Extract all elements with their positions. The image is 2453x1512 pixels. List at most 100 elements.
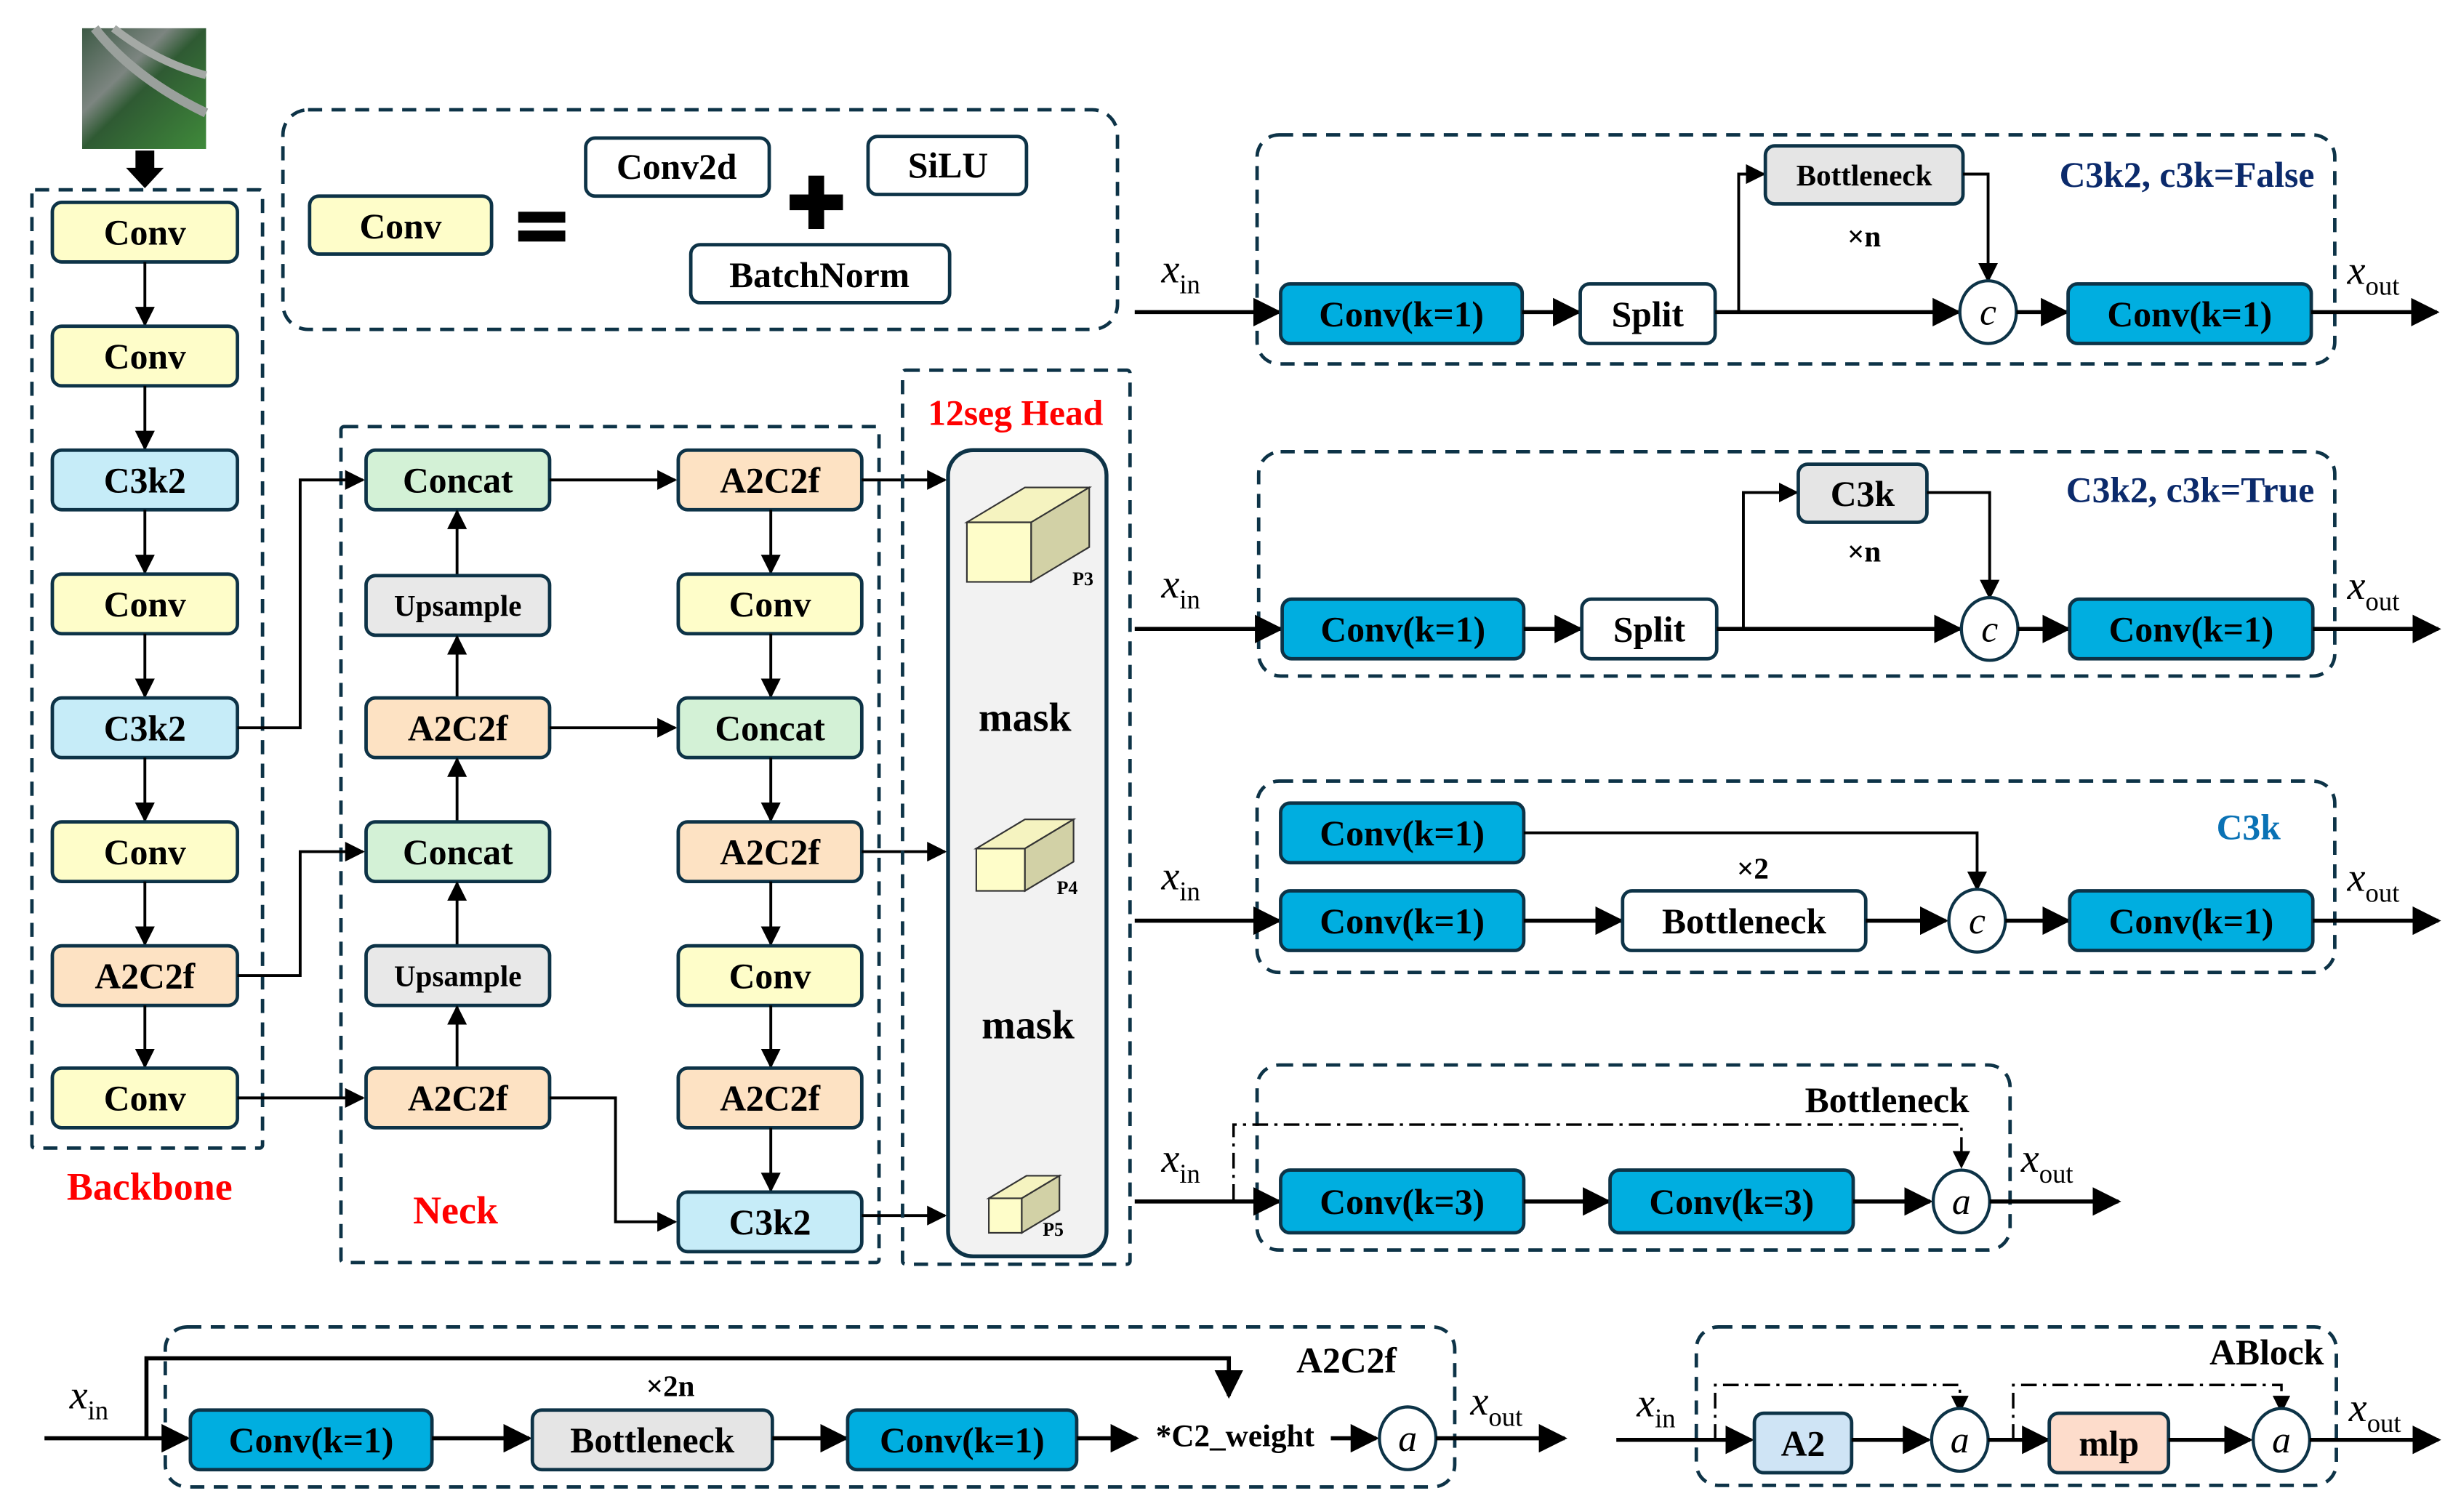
neck-right-concat-label: Concat [715,709,825,749]
add-node-label: a [1398,1418,1417,1460]
split-block-label: Split [1613,610,1686,650]
neck-title: Neck [413,1189,498,1232]
output-x-out: xout [1470,1379,1523,1431]
backbone-block-c3k2: C3k2 [50,696,239,760]
conv2d-label: Conv2d [617,147,737,187]
concat-node: c [1959,595,2020,662]
conv-k1-top: Conv(k=1) [1279,801,1526,865]
bottleneck-block: Bottleneck [530,1408,774,1472]
a2-block-label: A2 [1781,1423,1826,1463]
c2-weight-label: *C2_weight [1156,1419,1315,1453]
module-title: C3k [2217,807,2281,847]
concat-node: c [1958,279,2018,345]
feature-map-p5-label: P5 [1043,1219,1064,1240]
backbone-block-conv: Conv [50,200,239,264]
split-block: Split [1578,282,1717,345]
neck-right-a2c2f-label: A2C2f [720,1079,820,1119]
backbone-block-conv: Conv [50,1066,239,1130]
connector-arrow [1523,831,1988,892]
module-title: A2C2f [1296,1340,1397,1380]
conv-k3-1: Conv(k=3) [1279,1168,1526,1235]
svg-text:xout: xout [1470,1379,1523,1431]
mlp-block: mlp [2047,1411,2171,1475]
output-x-out: xout [2347,563,2400,616]
feature-map-p4: P4 [973,818,1077,898]
add-node: a [1931,1168,1991,1235]
mlp-block-label: mlp [2079,1423,2139,1463]
backbone-frame [30,188,265,1150]
neck-left-a2c2f: A2C2f [364,1066,552,1130]
conv-k1-out: Conv(k=1) [2068,597,2315,661]
repeat-label: ×n [1847,534,1881,568]
input-x-in: xin [1160,1136,1200,1189]
neck-left-concat-label: Concat [403,461,513,501]
add-node-2: a [2252,1407,2312,1473]
module-title: Bottleneck [1805,1080,1970,1120]
neck-left-upsample-label: Upsample [394,959,521,992]
conv-k3-2: Conv(k=3) [1608,1168,1855,1235]
split-block: Split [1580,597,1719,661]
backbone-block-conv: Conv [50,324,239,388]
conv-definition: Conv Conv2d SiLU BatchNorm [308,134,1029,305]
c3k-block: C3k [1796,462,1929,524]
equals-icon [518,212,566,242]
mask-label-1: mask [979,695,1072,740]
neck-right-c3k2-label: C3k2 [729,1202,811,1242]
bottleneck-block: Bottleneck [1763,144,1965,206]
svg-text:xin: xin [1160,246,1200,299]
residual-shortcut-2 [2012,1383,2291,1440]
add-node-1: a [1930,1407,1990,1473]
conv-k1-out-label: Conv(k=1) [2109,901,2274,941]
input-x-in: xin [1160,562,1200,614]
head-title: 12seg Head [928,393,1104,433]
neck-left-a2c2f-label: A2C2f [408,1079,508,1119]
bottleneck-block-label: Bottleneck [1796,158,1932,192]
conv-k1-1: Conv(k=1) [188,1408,434,1472]
backbone-block-a2c2f: A2C2f [50,944,239,1008]
neck-right-c3k2: C3k2 [676,1190,864,1254]
backbone-block-c3k2-label: C3k2 [104,461,186,501]
conv-k1-in-label: Conv(k=1) [1320,901,1485,941]
backbone-block-conv-label: Conv [104,1079,186,1119]
backbone-block-conv-label: Conv [104,337,186,377]
neck-left-a2c2f: A2C2f [364,696,552,760]
connector-arrow [1927,491,2000,600]
conv-k1-out-label: Conv(k=1) [2109,610,2274,650]
conv-k1-out: Conv(k=1) [2068,889,2315,952]
add-node-label: a [1952,1181,1971,1223]
bottleneck-block-label: Bottleneck [1662,901,1826,941]
output-x-out: xout [2347,856,2400,908]
connector-arrow [549,1096,678,1232]
neck-left-upsample: Upsample [364,574,552,638]
neck-right-concat: Concat [676,696,864,760]
connector-arrow [1737,164,1766,313]
backbone-block-c3k2-label: C3k2 [104,709,186,749]
neck-right-a2c2f: A2C2f [676,820,864,883]
conv-k1-in: Conv(k=1) [1280,597,1526,661]
head-frame [901,368,1132,1266]
output-x-out: xout [2020,1136,2073,1189]
neck-left-concat: Concat [364,448,552,512]
feature-map-p5: P5 [986,1174,1064,1240]
svg-text:xin: xin [69,1373,108,1425]
connector-arrow [1963,172,1999,283]
backbone-block-conv: Conv [50,820,239,883]
add-node-1-label: a [1951,1420,1970,1461]
output-x-out: xout [2347,249,2400,301]
neck-right-conv: Conv [676,944,864,1008]
conv-k1-in: Conv(k=1) [1279,282,1525,345]
backbone-block-c3k2: C3k2 [50,448,239,512]
module-title: ABlock [2209,1332,2324,1372]
repeat-label: ×2n [646,1369,695,1402]
backbone-block-conv-label: Conv [104,832,186,872]
input-x-in: xin [1160,246,1200,299]
svg-text:xin: xin [1636,1380,1675,1433]
neck-left-a2c2f-label: A2C2f [408,709,508,749]
svg-text:xin: xin [1160,562,1200,614]
add-node-2-label: a [2272,1420,2291,1461]
neck-left-concat: Concat [364,820,552,883]
